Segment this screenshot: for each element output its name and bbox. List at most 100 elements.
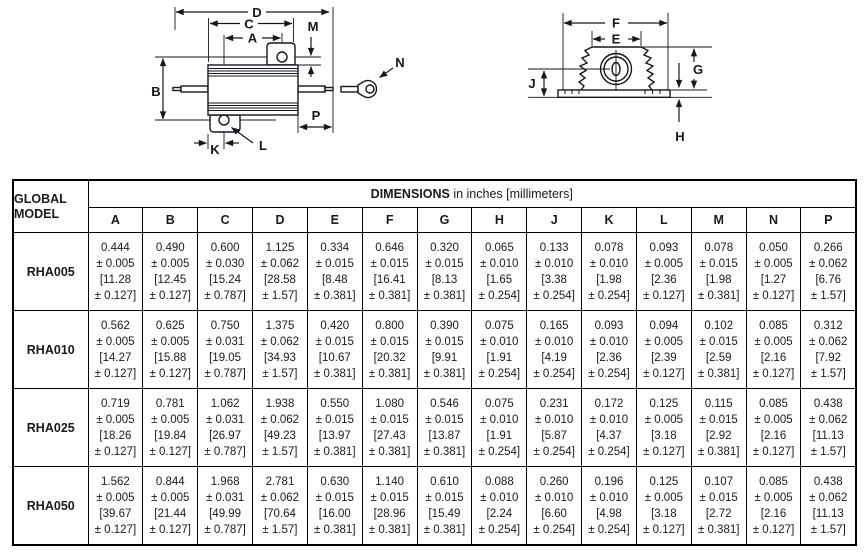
dim-cell-L: 0.125± 0.005[3.18± 0.127] bbox=[635, 388, 692, 467]
dim-cell-H: 0.088± 0.010[2.24± 0.254] bbox=[471, 466, 528, 546]
dim-cell-K: 0.172± 0.010[4.37± 0.254] bbox=[581, 388, 637, 467]
dim-cell-N: 0.085± 0.005[2.16± 0.127] bbox=[745, 310, 802, 389]
dim-cell-D: 2.781± 0.062[70.64± 1.57] bbox=[252, 466, 308, 546]
column-header-C: C bbox=[197, 207, 254, 233]
dim-cell-F: 0.800± 0.015[20.32± 0.381] bbox=[361, 310, 418, 389]
dim-cell-F: 1.140± 0.015[28.96± 0.381] bbox=[361, 466, 418, 546]
dim-cell-H: 0.075± 0.010[1.91± 0.254] bbox=[471, 388, 528, 467]
side-view-drawing: D C A M B P K L N bbox=[151, 5, 404, 157]
dim-label-K: K bbox=[210, 142, 220, 157]
column-header-G: G bbox=[416, 207, 473, 233]
dim-cell-F: 1.080± 0.015[27.43± 0.381] bbox=[361, 388, 418, 467]
dim-cell-M: 0.115± 0.015[2.92± 0.381] bbox=[690, 388, 747, 467]
dim-cell-P: 0.312± 0.062[7.92± 1.57] bbox=[800, 310, 857, 389]
dim-cell-M: 0.107± 0.015[2.72± 0.381] bbox=[690, 466, 747, 546]
dim-cell-G: 0.390± 0.015[9.91± 0.381] bbox=[416, 310, 473, 389]
column-header-P: P bbox=[800, 207, 857, 233]
dim-cell-G: 0.546± 0.015[13.87± 0.381] bbox=[416, 388, 473, 467]
dim-label-N: N bbox=[395, 55, 404, 70]
model-name: RHA005 bbox=[12, 232, 89, 311]
dim-label-L: L bbox=[259, 138, 267, 153]
model-name: RHA050 bbox=[12, 466, 89, 546]
dim-cell-D: 1.125± 0.062[28.58± 1.57] bbox=[252, 232, 308, 311]
model-name: RHA025 bbox=[12, 388, 89, 467]
dim-label-M: M bbox=[308, 19, 319, 34]
column-header-F: F bbox=[361, 207, 418, 233]
dim-cell-E: 0.550± 0.015[13.97± 0.381] bbox=[306, 388, 363, 467]
dim-cell-E: 0.420± 0.015[10.67± 0.381] bbox=[306, 310, 363, 389]
table-header-row-1: GLOBAL MODEL DIMENSIONS in inches [milli… bbox=[12, 179, 857, 233]
dim-label-J: J bbox=[528, 76, 535, 91]
dim-cell-B: 0.844± 0.005[21.44± 0.127] bbox=[142, 466, 199, 546]
dim-cell-P: 0.438± 0.062[11.13± 1.57] bbox=[800, 388, 857, 467]
dim-cell-E: 0.630± 0.015[16.00± 0.381] bbox=[306, 466, 363, 546]
column-header-J: J bbox=[526, 207, 583, 233]
dimensions-header: DIMENSIONS in inches [millimeters] bbox=[87, 179, 857, 208]
dim-cell-E: 0.334± 0.015[8.48± 0.381] bbox=[306, 232, 363, 311]
dim-cell-D: 1.938± 0.062[49.23± 1.57] bbox=[252, 388, 308, 467]
end-view-drawing: F E G J H bbox=[528, 13, 712, 144]
dim-cell-H: 0.065± 0.010[1.65± 0.254] bbox=[471, 232, 528, 311]
dim-label-E: E bbox=[612, 32, 621, 47]
dim-label-G: G bbox=[693, 62, 703, 77]
dim-cell-C: 1.062± 0.031[26.97± 0.787] bbox=[197, 388, 254, 467]
dim-cell-N: 0.085± 0.005[2.16± 0.127] bbox=[745, 388, 802, 467]
global-model-header: GLOBAL MODEL bbox=[12, 179, 89, 233]
column-header-A: A bbox=[87, 207, 144, 233]
column-header-E: E bbox=[306, 207, 363, 233]
dim-cell-C: 1.968± 0.031[49.99± 0.787] bbox=[197, 466, 254, 546]
dim-cell-H: 0.075± 0.010[1.91± 0.254] bbox=[471, 310, 528, 389]
dim-label-C: C bbox=[244, 17, 254, 32]
dim-cell-M: 0.078± 0.015[1.98± 0.381] bbox=[690, 232, 747, 311]
dim-label-P: P bbox=[312, 108, 321, 123]
dimensions-table: GLOBAL MODEL DIMENSIONS in inches [milli… bbox=[12, 179, 857, 546]
dim-cell-N: 0.050± 0.005[1.27± 0.127] bbox=[745, 232, 802, 311]
dim-cell-B: 0.625± 0.005[15.88± 0.127] bbox=[142, 310, 199, 389]
dim-label-F: F bbox=[612, 16, 620, 31]
dim-cell-J: 0.260± 0.010[6.60± 0.254] bbox=[526, 466, 583, 546]
dim-cell-K: 0.196± 0.010[4.98± 0.254] bbox=[581, 466, 637, 546]
dim-label-B: B bbox=[151, 84, 160, 99]
dim-cell-C: 0.750± 0.031[19.05± 0.787] bbox=[197, 310, 254, 389]
dim-cell-L: 0.125± 0.005[3.18± 0.127] bbox=[635, 466, 692, 546]
column-header-H: H bbox=[471, 207, 528, 233]
dim-cell-M: 0.102± 0.015[2.59± 0.381] bbox=[690, 310, 747, 389]
dim-cell-B: 0.781± 0.005[19.84± 0.127] bbox=[142, 388, 199, 467]
dim-cell-G: 0.610± 0.015[15.49± 0.381] bbox=[416, 466, 473, 546]
dim-cell-L: 0.094± 0.005[2.39± 0.127] bbox=[635, 310, 692, 389]
dimension-drawings: D C A M B P K L N bbox=[0, 0, 867, 181]
drawings-svg: D C A M B P K L N bbox=[151, 5, 712, 157]
dim-label-H: H bbox=[675, 129, 684, 144]
dim-cell-J: 0.231± 0.010[5.87± 0.254] bbox=[526, 388, 583, 467]
dim-cell-F: 0.646± 0.015[16.41± 0.381] bbox=[361, 232, 418, 311]
model-name: RHA010 bbox=[12, 310, 89, 389]
column-header-N: N bbox=[745, 207, 802, 233]
dim-cell-L: 0.093± 0.005[2.36± 0.127] bbox=[635, 232, 692, 311]
dim-label-A: A bbox=[248, 31, 258, 46]
dim-cell-A: 1.562± 0.005[39.67± 0.127] bbox=[87, 466, 144, 546]
dim-cell-K: 0.078± 0.010[1.98± 0.254] bbox=[581, 232, 637, 311]
dim-cell-K: 0.093± 0.010[2.36± 0.254] bbox=[581, 310, 637, 389]
dim-cell-D: 1.375± 0.062[34.93± 1.57] bbox=[252, 310, 308, 389]
column-header-K: K bbox=[581, 207, 637, 233]
dim-cell-C: 0.600± 0.030[15.24± 0.787] bbox=[197, 232, 254, 311]
column-header-M: M bbox=[690, 207, 747, 233]
column-header-L: L bbox=[635, 207, 692, 233]
dim-cell-J: 0.133± 0.010[3.38± 0.254] bbox=[526, 232, 583, 311]
dim-cell-G: 0.320± 0.015[8.13± 0.381] bbox=[416, 232, 473, 311]
column-header-B: B bbox=[142, 207, 199, 233]
dim-label-D: D bbox=[252, 5, 261, 20]
dim-cell-A: 0.562± 0.005[14.27± 0.127] bbox=[87, 310, 144, 389]
dim-cell-A: 0.719± 0.005[18.26± 0.127] bbox=[87, 388, 144, 467]
dim-cell-P: 0.438± 0.062[11.13± 1.57] bbox=[800, 466, 857, 546]
dim-cell-B: 0.490± 0.005[12.45± 0.127] bbox=[142, 232, 199, 311]
dim-cell-A: 0.444± 0.005[11.28± 0.127] bbox=[87, 232, 144, 311]
dim-cell-N: 0.085± 0.005[2.16± 0.127] bbox=[745, 466, 802, 546]
